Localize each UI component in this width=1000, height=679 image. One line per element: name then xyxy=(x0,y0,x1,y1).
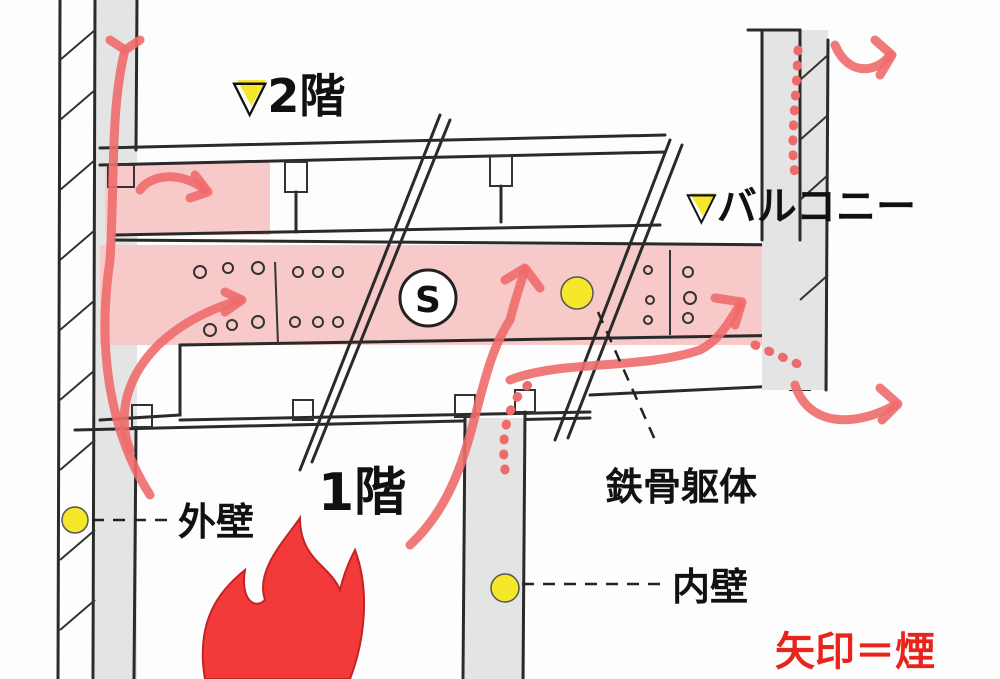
inner-wall xyxy=(461,410,527,679)
label-outer-wall: 外壁 xyxy=(178,500,254,544)
level-marker-fill-icon xyxy=(237,80,266,106)
break-lines xyxy=(298,113,684,472)
legend-smoke-arrow: 矢印＝煙 xyxy=(775,629,935,675)
outer-wall-marker xyxy=(61,506,89,534)
markers xyxy=(61,276,665,603)
label-inner-wall: 内壁 xyxy=(672,565,748,609)
steel-symbol-label: S xyxy=(415,280,441,321)
level-marker-fill-icon xyxy=(690,193,716,216)
floor-2-slab xyxy=(98,133,667,237)
balcony-wall xyxy=(746,28,830,392)
label-steel-frame: 鉄骨躯体 xyxy=(605,465,757,509)
floor-1-ceiling xyxy=(73,343,811,432)
level-triangle-fills xyxy=(237,80,716,216)
steel-frame-marker xyxy=(560,276,594,310)
inner-wall-marker xyxy=(490,573,520,603)
steel-symbol: S xyxy=(398,268,458,328)
label-floor-2: ▽2階 xyxy=(232,69,345,123)
smoke-arrows xyxy=(100,35,903,550)
fire-icon xyxy=(201,514,366,679)
label-balcony: ▽バルコニー xyxy=(686,184,916,230)
label-floor-1: 1階 xyxy=(318,463,406,523)
